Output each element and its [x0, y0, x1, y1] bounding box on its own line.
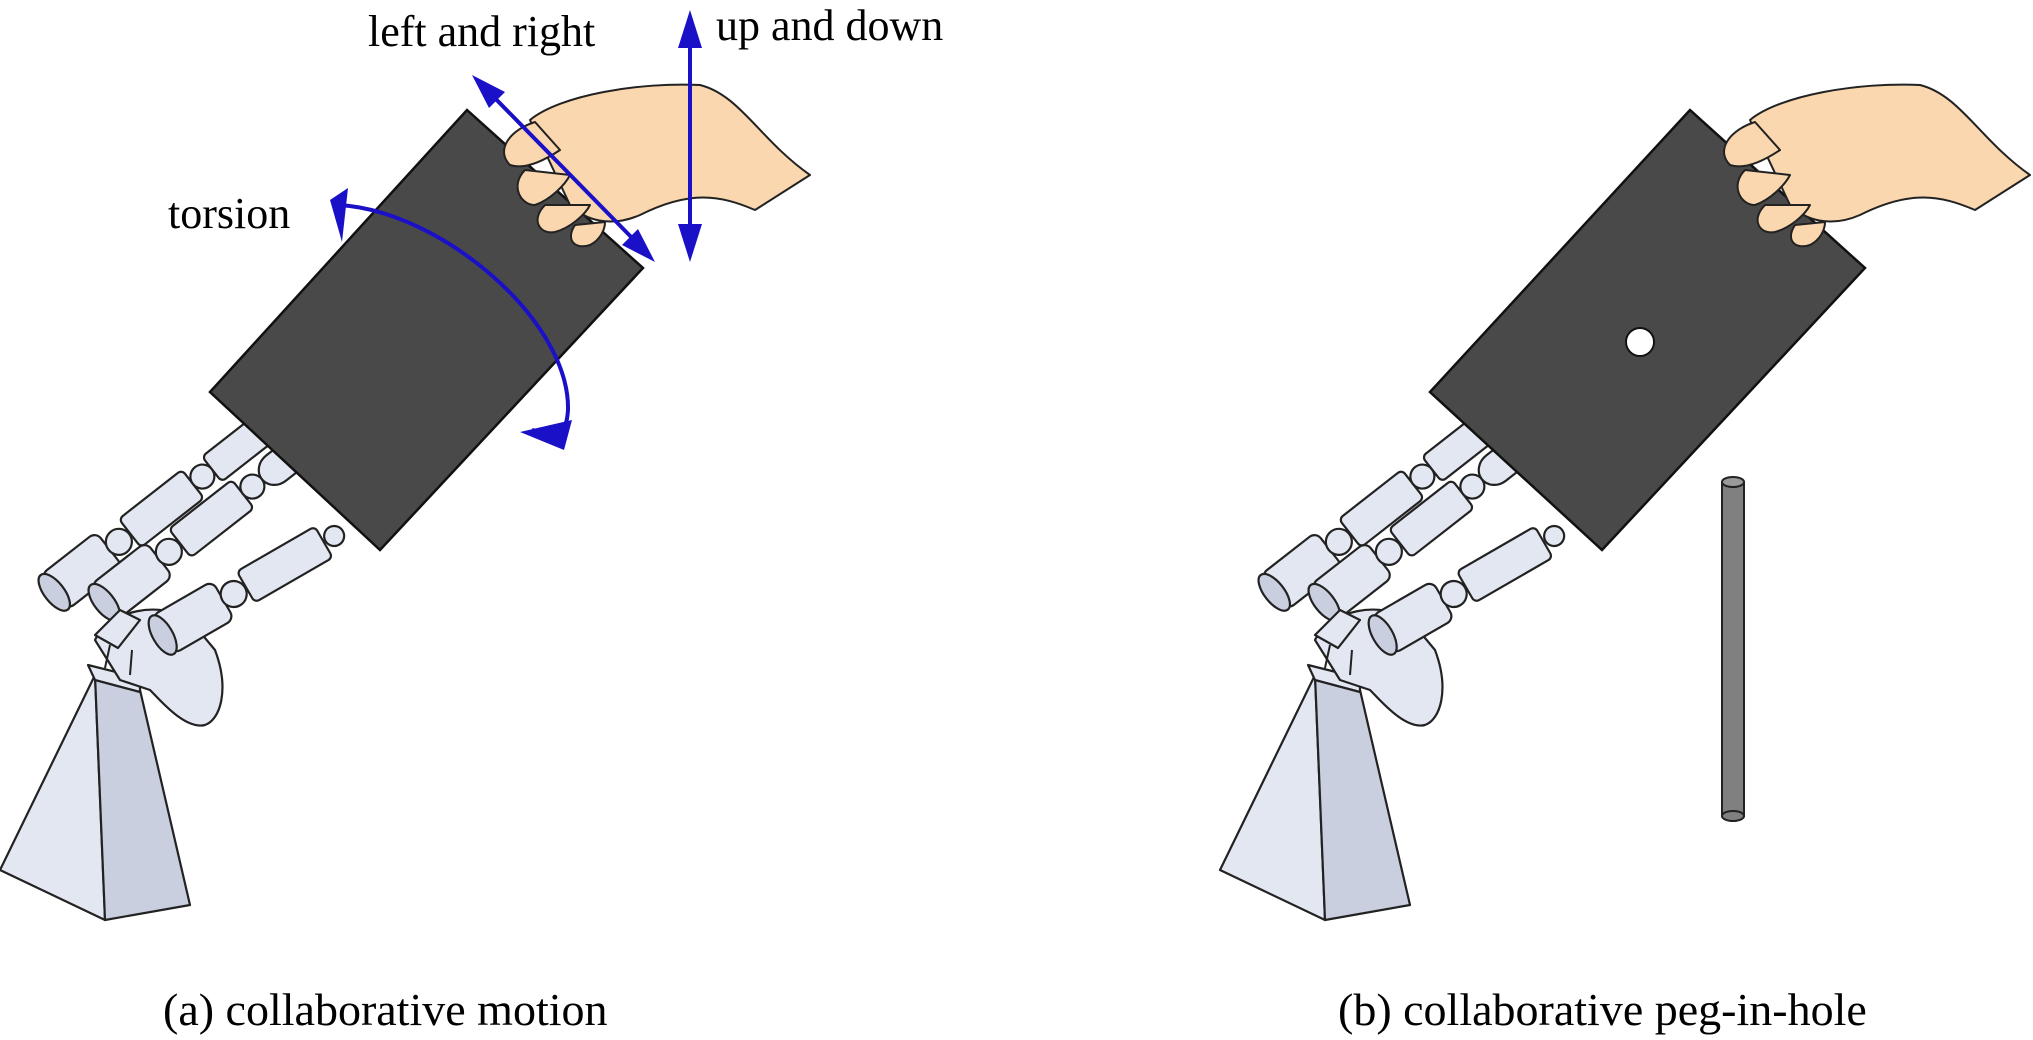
label-torsion: torsion: [168, 189, 290, 238]
human-hand-a: [503, 83, 811, 248]
label-up-and-down: up and down: [716, 1, 943, 50]
caption-a: (a) collaborative motion: [163, 984, 608, 1035]
panel-a: left and right up and down torsion (a) c…: [0, 1, 943, 1035]
peg: [1721, 476, 1745, 822]
left-right-arrow: [472, 75, 655, 262]
caption-b: (b) collaborative peg-in-hole: [1338, 984, 1867, 1035]
robot-hand-b: [1218, 410, 1575, 922]
human-hand-b: [1723, 83, 2031, 248]
robot-hand-a: [0, 410, 355, 922]
label-left-and-right: left and right: [368, 7, 595, 56]
board-a: [208, 108, 645, 552]
up-down-arrow: [678, 10, 702, 262]
panel-b: (b) collaborative peg-in-hole: [1218, 83, 2031, 1035]
torsion-arrow: [330, 188, 572, 450]
board-hole: [1625, 327, 1655, 357]
